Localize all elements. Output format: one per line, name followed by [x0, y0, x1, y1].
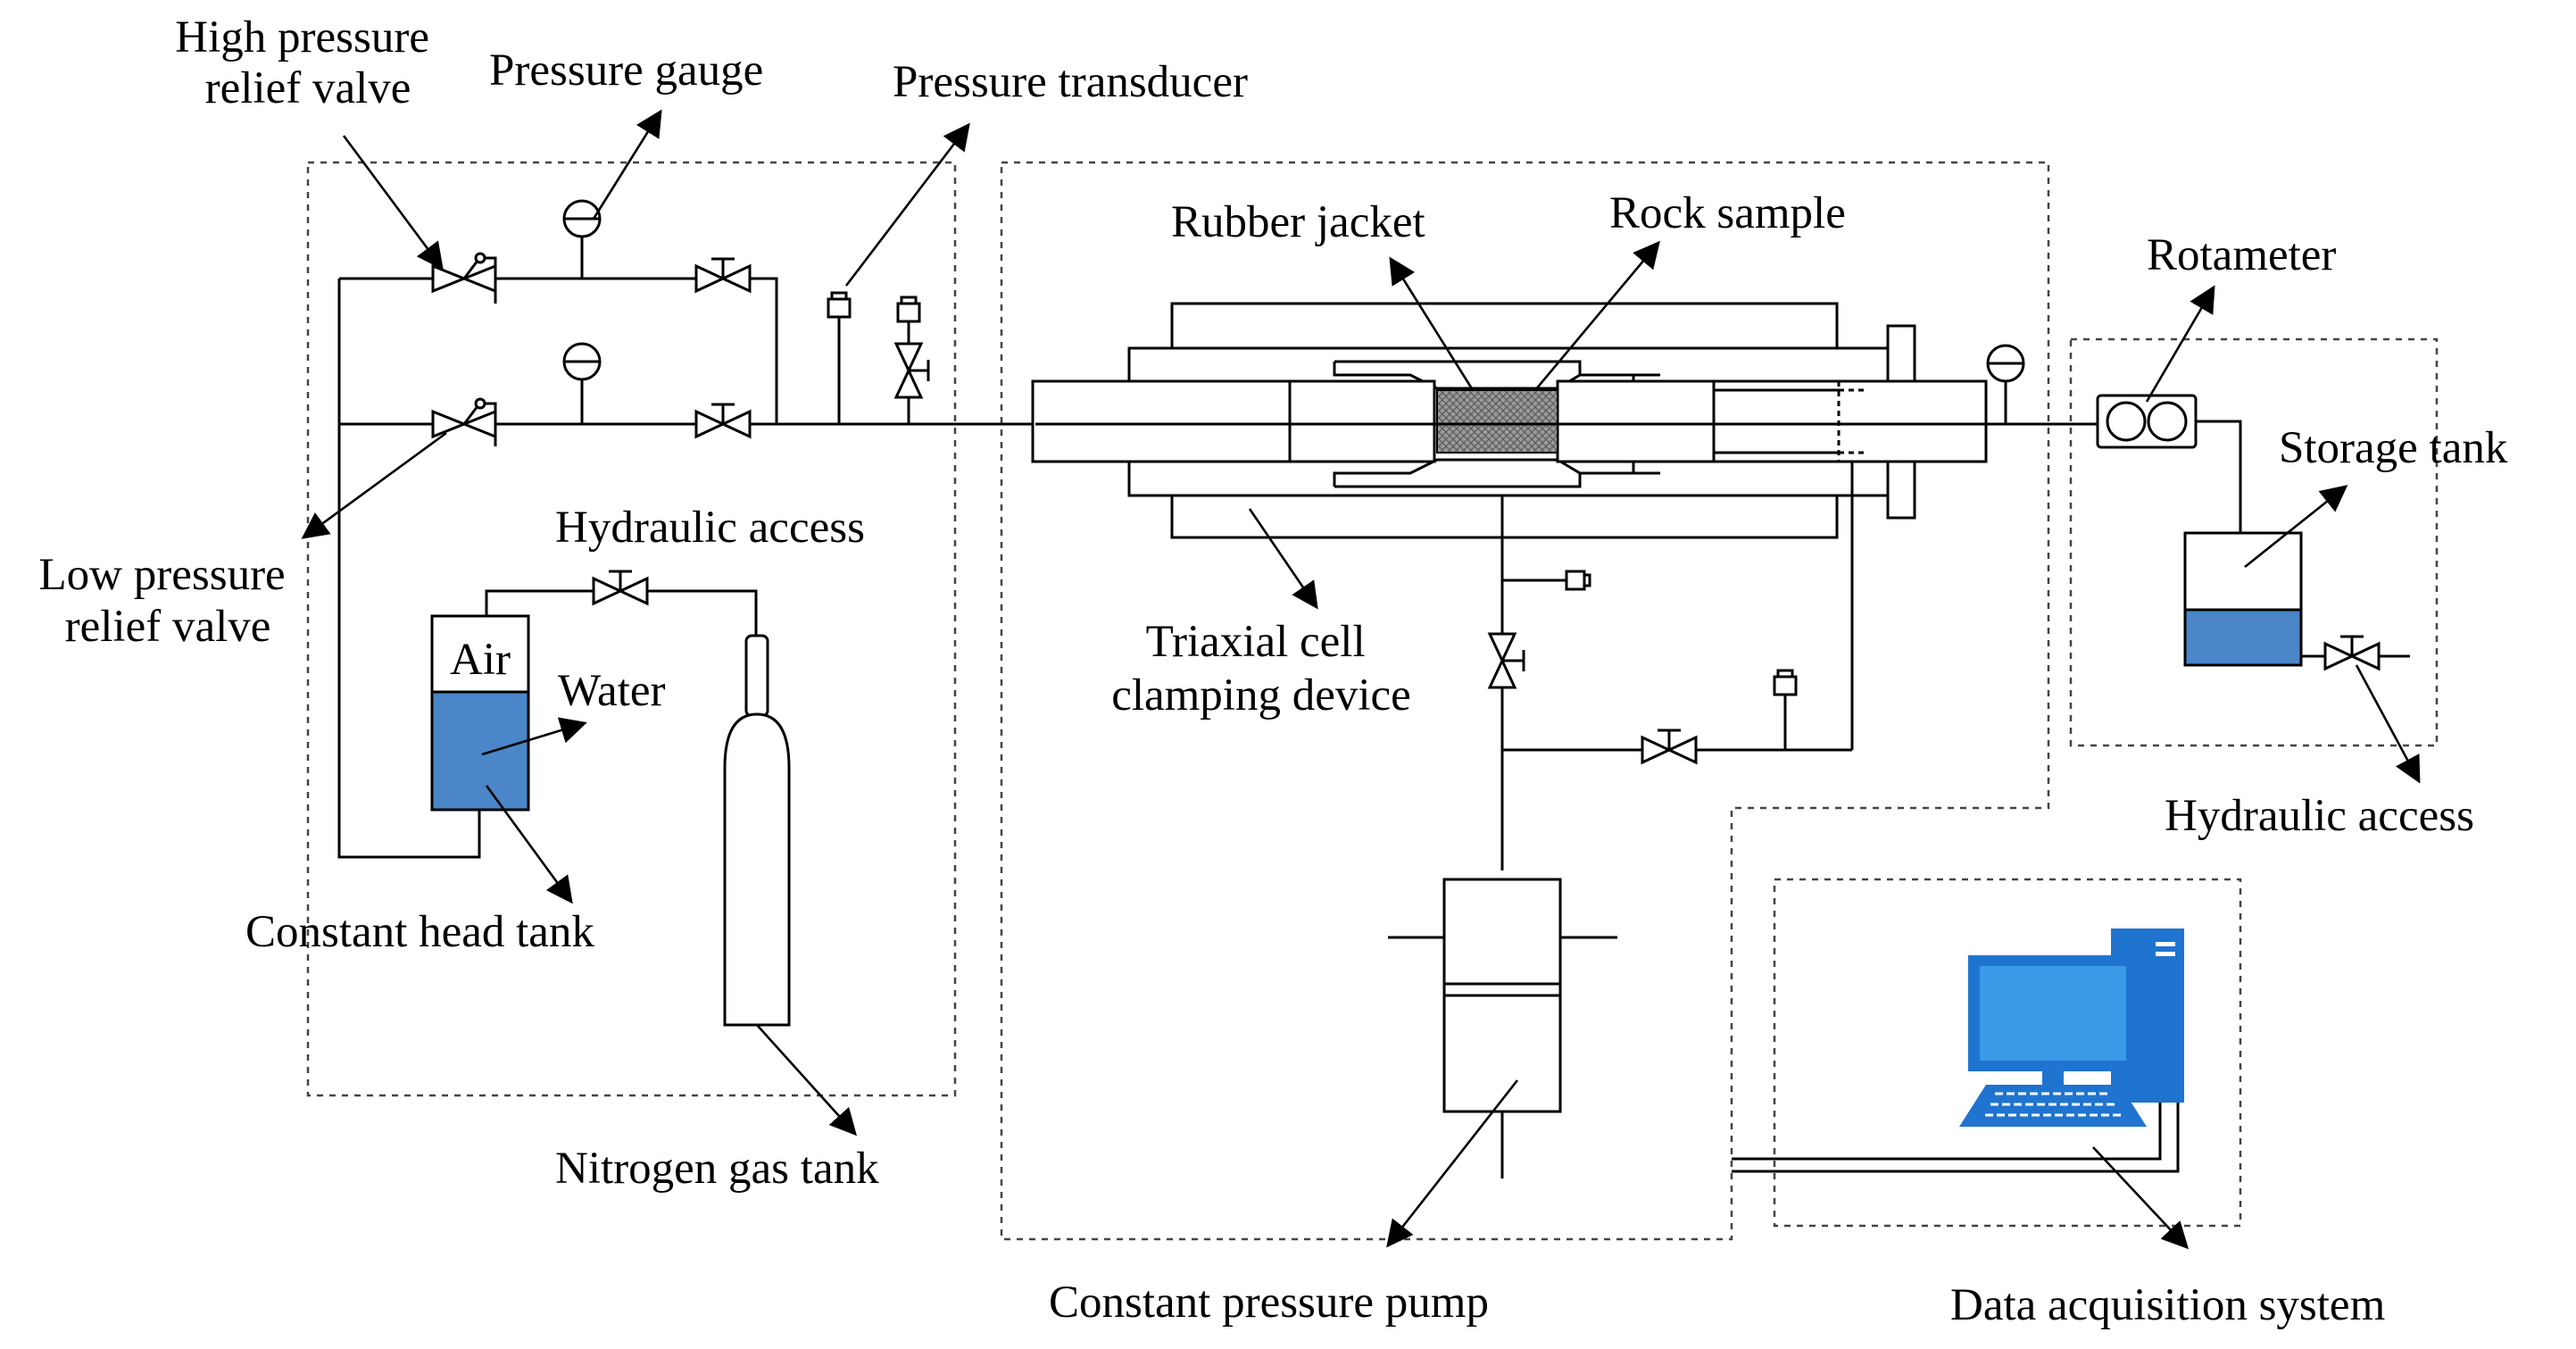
label-high-pressure-relief-valve: High pressure relief valve [175, 12, 440, 113]
label-hydraulic-access-right: Hydraulic access [2165, 791, 2474, 841]
leader-arrows [301, 109, 2421, 1250]
label-data-acquisition-system: Data acquisition system [1950, 1280, 2385, 1330]
label-low-pressure-relief-valve: Low pressure relief valve [39, 550, 297, 652]
labels: High pressure relief valve Pressure gaug… [39, 12, 2508, 1330]
label-rock-sample: Rock sample [1609, 188, 1846, 238]
confining-horizontal-valve[interactable] [1641, 729, 1698, 765]
valve-lower[interactable] [694, 403, 752, 439]
nitrogen-gas-tank [723, 634, 791, 1027]
triaxial-cell-clamping-device [1031, 302, 1988, 750]
label-rubber-jacket: Rubber jacket [1171, 197, 1425, 247]
constant-head-tank [430, 614, 530, 812]
label-nitrogen-gas-tank: Nitrogen gas tank [555, 1144, 879, 1194]
pressure-gauge-lower [562, 342, 602, 381]
rotameter [2096, 394, 2198, 449]
inlet-piping [337, 237, 1035, 859]
high-pressure-relief-valve[interactable] [431, 252, 497, 304]
label-storage-tank: Storage tank [2279, 423, 2508, 473]
outflow-system-boundary [2069, 337, 2439, 747]
confining-vertical-valve[interactable] [1487, 632, 1525, 689]
label-water: Water [558, 666, 665, 716]
label-pressure-transducer: Pressure transducer [893, 57, 1248, 107]
label-hydraulic-access-left: Hydraulic access [555, 503, 865, 553]
pressure-gauge-upper [562, 199, 602, 238]
hydraulic-access-valve-right[interactable] [2323, 635, 2381, 671]
label-constant-pressure-pump: Constant pressure pump [1049, 1278, 1489, 1328]
hydraulic-access-valve-left[interactable] [592, 570, 649, 606]
label-air: Air [450, 635, 511, 685]
storage-tank [2183, 531, 2303, 667]
vertical-valve-transducer[interactable] [893, 296, 930, 424]
label-pressure-gauge: Pressure gauge [489, 46, 763, 96]
pressure-transducer [827, 291, 852, 424]
data-acquisition-boundary [1773, 878, 2242, 1228]
confining-pressure-line [1500, 495, 1852, 870]
label-constant-head-tank: Constant head tank [245, 907, 594, 957]
computer-icon [1959, 928, 2184, 1127]
outlet-pressure-gauge [1986, 344, 2025, 424]
data-cables [1732, 1103, 2180, 1173]
low-pressure-relief-valve[interactable] [431, 397, 497, 446]
label-rotameter: Rotameter [2147, 230, 2336, 280]
valve-upper[interactable] [694, 257, 752, 294]
supply-system-boundary [306, 161, 957, 1097]
constant-pressure-pump [1388, 878, 1617, 1178]
label-triaxial-cell: Triaxial cell clamping device [1111, 617, 1411, 720]
